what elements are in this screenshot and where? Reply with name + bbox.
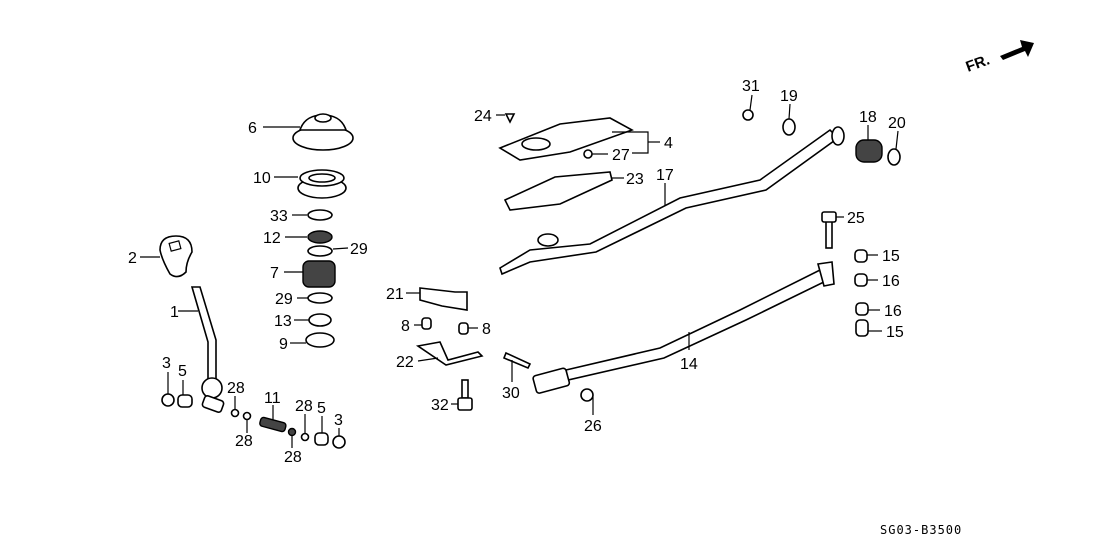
part-12 bbox=[307, 230, 333, 244]
callout-1: 1 bbox=[170, 304, 179, 321]
part-21-bracket bbox=[419, 287, 468, 311]
part-30-bolt bbox=[502, 351, 532, 370]
part-18-bushing bbox=[855, 139, 883, 163]
callout-8-right: 8 bbox=[482, 321, 491, 338]
callout-3-right: 3 bbox=[334, 412, 343, 429]
callout-24: 24 bbox=[474, 108, 492, 125]
callout-26: 26 bbox=[584, 418, 602, 435]
callout-4: 4 bbox=[664, 135, 673, 152]
callout-30: 30 bbox=[502, 385, 520, 402]
part-15-top bbox=[854, 249, 868, 263]
part-2-knob bbox=[159, 235, 193, 278]
callout-31: 31 bbox=[742, 78, 760, 95]
part-31 bbox=[742, 109, 754, 121]
part-28-a bbox=[230, 408, 240, 418]
part-29-lower bbox=[307, 292, 333, 304]
part-25-bolt bbox=[825, 219, 833, 249]
callout-25: 25 bbox=[847, 210, 865, 227]
part-23-gasket bbox=[503, 171, 613, 211]
callout-19: 19 bbox=[780, 88, 798, 105]
part-16-top bbox=[854, 273, 868, 287]
front-direction-indicator: FR. bbox=[964, 40, 1034, 76]
part-8-right bbox=[458, 322, 469, 335]
part-5-right bbox=[314, 432, 329, 446]
callout-16-bottom: 16 bbox=[884, 303, 902, 320]
callout-23: 23 bbox=[626, 171, 644, 188]
callout-18: 18 bbox=[859, 109, 877, 126]
callout-6: 6 bbox=[248, 120, 257, 137]
callout-3-left: 3 bbox=[162, 355, 171, 372]
part-29-upper bbox=[307, 245, 333, 257]
part-22-plate bbox=[415, 341, 484, 366]
callout-11: 11 bbox=[264, 390, 281, 407]
part-1-ball bbox=[201, 377, 223, 399]
callout-33: 33 bbox=[270, 208, 288, 225]
part-16-bottom bbox=[855, 302, 869, 316]
part-20-washer bbox=[887, 148, 901, 166]
part-26-nut bbox=[580, 388, 594, 402]
part-3-left bbox=[161, 393, 175, 407]
callout-21: 21 bbox=[386, 286, 404, 303]
callout-8-left: 8 bbox=[401, 318, 410, 335]
leader-lines bbox=[140, 94, 899, 448]
part-1-lever bbox=[190, 286, 217, 381]
part-28-d bbox=[300, 432, 310, 442]
callout-16-top: 16 bbox=[882, 273, 900, 290]
callout-14: 14 bbox=[680, 356, 698, 373]
part-10-boot bbox=[297, 169, 347, 199]
callout-7: 7 bbox=[270, 265, 279, 282]
callout-labels: 1 2 3 3 4 5 5 6 7 8 8 9 10 11 12 13 14 1… bbox=[128, 78, 906, 466]
callout-32: 32 bbox=[431, 397, 449, 414]
part-13 bbox=[308, 313, 332, 327]
callout-29-lower: 29 bbox=[275, 291, 293, 308]
callout-15-top: 15 bbox=[882, 248, 900, 265]
callout-15-bottom: 15 bbox=[886, 324, 904, 341]
callout-28-d: 28 bbox=[295, 398, 313, 415]
part-3-right bbox=[332, 435, 346, 449]
part-33 bbox=[307, 209, 333, 221]
callout-5-left: 5 bbox=[178, 363, 187, 380]
callout-2: 2 bbox=[128, 250, 137, 267]
part-7 bbox=[302, 260, 336, 288]
callout-17: 17 bbox=[656, 167, 674, 184]
part-8-left bbox=[421, 317, 432, 330]
callout-27: 27 bbox=[612, 147, 630, 164]
callout-5-right: 5 bbox=[317, 400, 326, 417]
front-arrow-icon bbox=[1000, 40, 1034, 60]
part-15-bottom bbox=[855, 319, 869, 337]
callout-12: 12 bbox=[263, 230, 281, 247]
callout-13: 13 bbox=[274, 313, 292, 330]
callout-29-upper: 29 bbox=[350, 241, 368, 258]
callout-10: 10 bbox=[253, 170, 271, 187]
part-9 bbox=[305, 332, 335, 348]
part-28-c bbox=[287, 427, 297, 437]
diagram-code: SG03-B3500 bbox=[880, 523, 962, 537]
part-19 bbox=[782, 118, 796, 136]
part-5-left bbox=[177, 394, 193, 408]
callout-9: 9 bbox=[279, 336, 288, 353]
callout-22: 22 bbox=[396, 354, 414, 371]
part-11 bbox=[259, 416, 287, 433]
callout-28-c: 28 bbox=[284, 449, 302, 466]
part-27-nut bbox=[583, 149, 593, 159]
part-28-b bbox=[242, 411, 252, 421]
callout-28-a: 28 bbox=[227, 380, 245, 397]
callout-28-b: 28 bbox=[235, 433, 253, 450]
fr-label: FR. bbox=[964, 52, 993, 76]
part-6-boot bbox=[292, 113, 354, 151]
callout-20: 20 bbox=[888, 115, 906, 132]
part-24-screw bbox=[504, 113, 516, 124]
part-32-stud bbox=[461, 379, 469, 399]
